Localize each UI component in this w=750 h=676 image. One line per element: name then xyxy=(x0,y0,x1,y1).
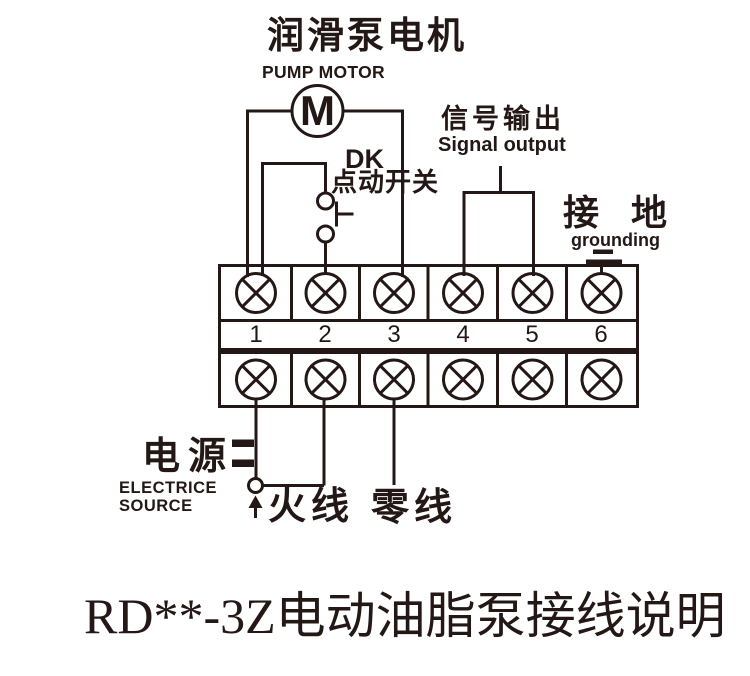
terminal-screw-icon xyxy=(511,272,554,314)
connection-point-icon xyxy=(247,477,264,494)
power-source-label-cn: 电源 xyxy=(142,436,235,478)
signal-output-loop-wire xyxy=(462,191,535,276)
power-source-bar-icon xyxy=(232,439,254,447)
grounding-label-en: grounding xyxy=(571,230,660,250)
terminal-number-2: 2 xyxy=(318,321,332,348)
terminal-screw-icon xyxy=(442,358,484,401)
terminal-number-3: 3 xyxy=(387,321,401,348)
motor-wire-left xyxy=(246,109,292,277)
terminal-screw-icon xyxy=(304,272,347,314)
jog-switch-label: DK xyxy=(345,144,384,174)
terminal-screw-icon xyxy=(373,358,415,401)
pump-motor-title-cn: 润滑泵电机 xyxy=(267,15,467,56)
pump-motor-title-en: PUMP MOTOR xyxy=(262,62,385,82)
power-source-label-en-2: SOURCE xyxy=(119,497,193,515)
ground-symbol-bottom-bar-icon xyxy=(586,259,622,265)
grounding-label-cn: 接 地 xyxy=(563,192,679,233)
live-wire-label: 火线 xyxy=(268,486,355,528)
jog-switch-contact-top-icon xyxy=(316,191,335,211)
terminal-screw-icon xyxy=(580,272,623,314)
terminal-screw-icon xyxy=(235,272,277,314)
terminal-screw-icon xyxy=(373,272,415,314)
neutral-wire-label: 零线 xyxy=(371,487,458,529)
terminal-number-1: 1 xyxy=(249,321,263,348)
signal-output-label-cn: 信号输出 xyxy=(441,104,565,134)
ground-symbol-top-bar-icon xyxy=(593,249,613,254)
motor-wire-right xyxy=(343,109,404,277)
signal-output-label-en: Signal output xyxy=(438,134,566,156)
power-source-label-en-1: ELECTRICE xyxy=(119,479,218,497)
terminal-screw-icon xyxy=(235,358,277,401)
motor-letter: M xyxy=(300,86,335,134)
arrow-up-icon xyxy=(248,495,263,508)
terminal-screw-icon xyxy=(442,272,484,314)
terminal-number-4: 4 xyxy=(456,321,470,348)
power-source-bar-icon xyxy=(232,459,254,467)
terminal-screw-icon xyxy=(580,358,623,401)
terminal-screw-icon xyxy=(304,358,347,401)
terminal-cell-dividers xyxy=(290,265,568,407)
terminal-number-5: 5 xyxy=(525,321,539,348)
jog-switch-feed-wire xyxy=(261,162,327,276)
jog-switch-contact-bottom-icon xyxy=(316,224,335,244)
terminal-number-strip xyxy=(218,319,639,351)
terminal-number-6: 6 xyxy=(594,321,608,348)
diagram-title: RD**-3Z电动油脂泵接线说明 xyxy=(84,588,726,644)
terminal-screw-icon xyxy=(511,358,554,401)
jog-switch-label-cn: 点动开关 xyxy=(331,167,440,197)
